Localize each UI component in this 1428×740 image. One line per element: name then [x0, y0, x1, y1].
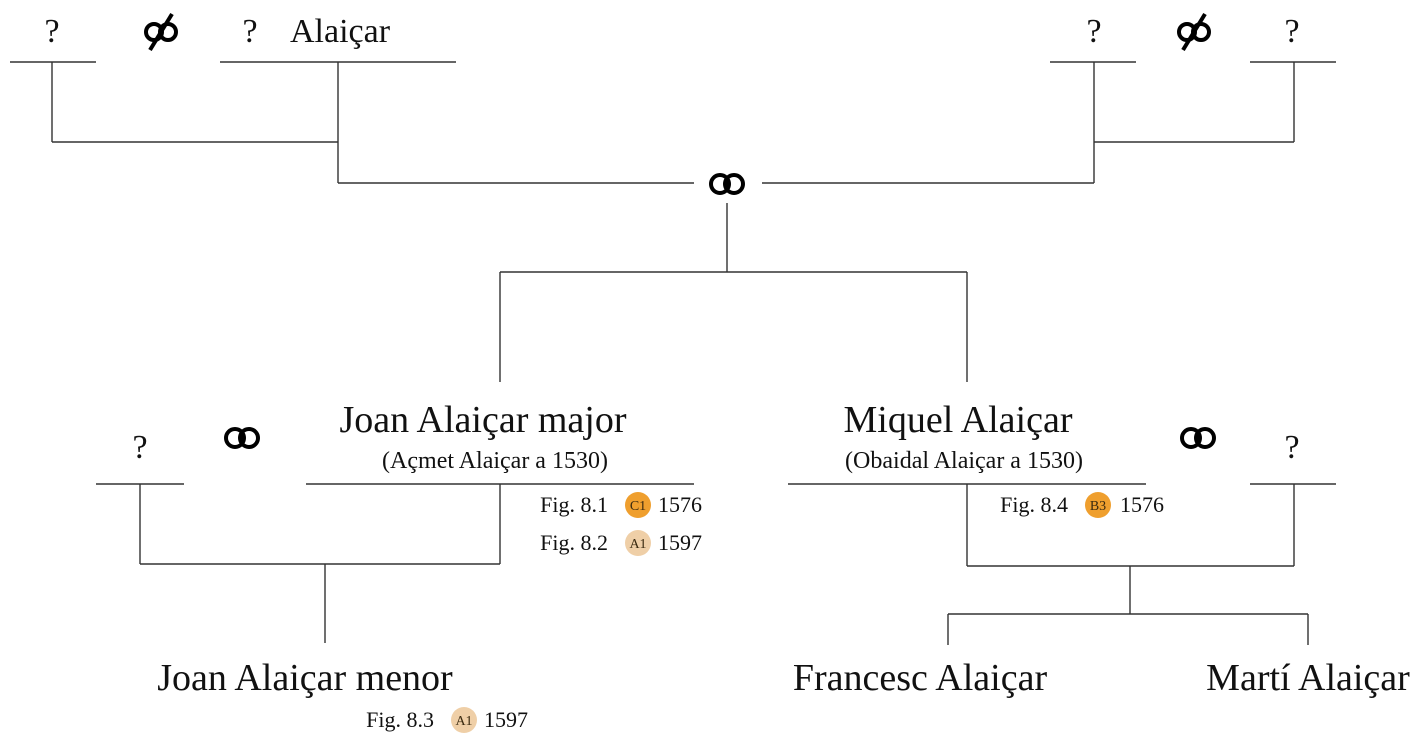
ref-fig-label: Fig. 8.4 [1000, 492, 1068, 517]
joan-menor-ref-1: Fig. 8.3 A1 1597 [366, 707, 528, 733]
unknown-ancestor-right-b: ? [1284, 13, 1299, 50]
joan-major-ref-1: Fig. 8.1 C1 1576 [540, 492, 702, 518]
ref-year: 1576 [1120, 492, 1164, 517]
badge-label: A1 [629, 537, 646, 552]
unknown-ancestor-right-a: ? [1086, 13, 1101, 50]
joan-major-alias: (Açmet Alaiçar a 1530) [382, 448, 608, 474]
ref-year: 1597 [484, 707, 528, 732]
unknown-ancestor-left-b: ? [242, 13, 257, 50]
miquel-alias: (Obaidal Alaiçar a 1530) [845, 448, 1083, 474]
joan-major-ref-2: Fig. 8.2 A1 1597 [540, 530, 702, 556]
miquel-spouse-unknown: ? [1284, 429, 1299, 466]
divorced-icon-right [1177, 12, 1211, 52]
unknown-ancestor-left-a: ? [44, 13, 59, 50]
marriage-icon-central [709, 173, 745, 195]
marriage-icon-miquel [1180, 427, 1216, 449]
ref-year: 1597 [658, 530, 702, 555]
miquel-ref-1: Fig. 8.4 B3 1576 [1000, 492, 1164, 518]
marti-name: Martí Alaiçar [1206, 657, 1410, 699]
ref-year: 1576 [658, 492, 702, 517]
ref-fig-label: Fig. 8.1 [540, 492, 608, 517]
ref-fig-label: Fig. 8.2 [540, 530, 608, 555]
badge-b3 [1085, 492, 1111, 518]
marriage-icon-joan-major [224, 427, 260, 449]
miquel-name: Miquel Alaiçar [844, 399, 1073, 441]
joan-major-spouse-unknown: ? [132, 429, 147, 466]
badge-label: A1 [455, 714, 472, 729]
francesc-name: Francesc Alaiçar [793, 657, 1048, 699]
badge-label: B3 [1090, 499, 1106, 514]
joan-major-name: Joan Alaiçar major [339, 399, 626, 441]
ancestor-name-alaicar: Alaiçar [290, 13, 391, 50]
ref-fig-label: Fig. 8.3 [366, 707, 434, 732]
badge-a1 [625, 530, 651, 556]
connector-lines [10, 61, 1336, 645]
joan-menor-name: Joan Alaiçar menor [157, 657, 453, 699]
badge-label: C1 [630, 499, 646, 514]
badge-a1 [451, 707, 477, 733]
divorced-icon-left [144, 12, 178, 52]
badge-c1 [625, 492, 651, 518]
